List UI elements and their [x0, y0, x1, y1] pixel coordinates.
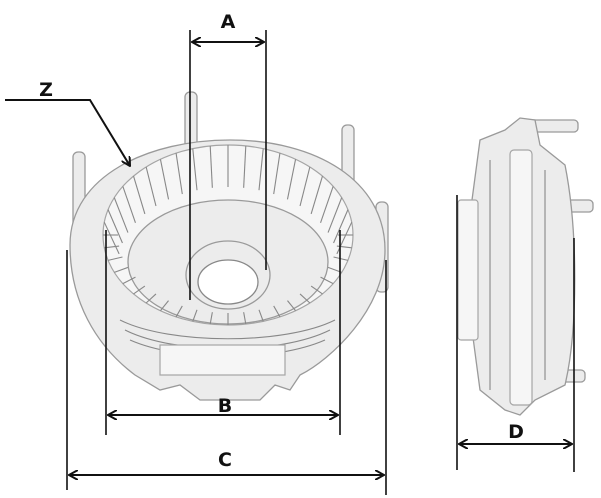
gear-tooth	[327, 197, 343, 233]
side-view	[457, 117, 594, 416]
dimension-z: Z	[5, 79, 130, 166]
gear-tooth	[310, 175, 323, 215]
gear-tooth	[114, 266, 129, 273]
gear-tooth	[333, 209, 349, 244]
dimension-b: B	[105, 230, 341, 435]
label-z: Z	[39, 79, 53, 101]
gear-tooth	[209, 145, 213, 188]
gear-tooth	[122, 186, 136, 224]
gear-teeth	[103, 145, 353, 325]
gear-tooth	[159, 300, 169, 312]
front-view	[69, 91, 389, 401]
gear-tooth	[175, 153, 183, 195]
gear-tooth	[320, 276, 334, 285]
gear-tooth	[159, 159, 170, 200]
label-a: A	[221, 11, 236, 33]
gear-tooth	[273, 305, 281, 318]
label-c: C	[218, 449, 232, 471]
gear-tooth	[192, 148, 198, 191]
dimension-c: C	[66, 250, 387, 495]
dimension-d: D	[456, 195, 575, 472]
gear-tooth	[145, 166, 157, 207]
gear-tooth	[133, 175, 146, 215]
gear-tooth	[145, 293, 157, 304]
label-b: B	[218, 395, 232, 417]
center-bore	[197, 259, 259, 305]
gear-tooth	[258, 309, 264, 322]
gear-tooth	[243, 312, 247, 325]
gear-tooth	[310, 285, 323, 295]
gear-tooth	[299, 293, 311, 304]
bottom-tab	[159, 344, 286, 376]
gear-tooth	[273, 153, 281, 195]
gear-tooth	[209, 312, 213, 325]
dimension-a: A	[189, 11, 267, 300]
gear-tooth	[286, 159, 297, 200]
gear-tooth	[299, 166, 311, 207]
gear-tooth	[175, 305, 183, 318]
gear-tooth	[107, 256, 123, 261]
gear-tooth	[133, 285, 146, 295]
gear-tooth	[122, 276, 136, 285]
gear-tooth	[103, 221, 120, 255]
gear-tooth	[107, 209, 123, 244]
gear-tooth	[258, 148, 264, 191]
gear-tooth	[287, 300, 297, 312]
gear-tooth	[243, 145, 247, 188]
gear-tooth	[113, 197, 129, 233]
gear-tooth	[192, 309, 198, 322]
label-d: D	[508, 421, 524, 443]
gear-tooth	[320, 186, 334, 224]
